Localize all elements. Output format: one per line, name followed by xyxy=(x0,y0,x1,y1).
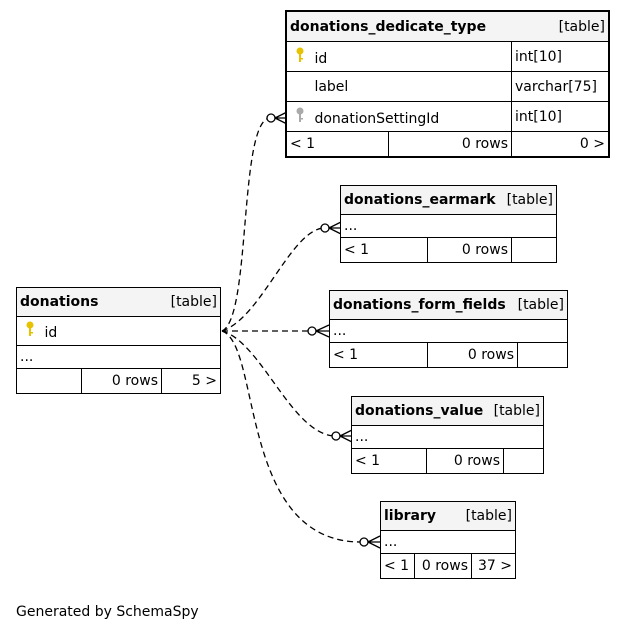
columns-ellipsis: ... xyxy=(380,530,516,554)
column-type: int[10] xyxy=(511,101,609,132)
columns-ellipsis: ... xyxy=(16,345,221,369)
table-type: [table] xyxy=(465,508,512,524)
parents-count[interactable]: < 1 xyxy=(286,131,389,157)
link-to-library xyxy=(221,330,365,543)
crowfoot-marker xyxy=(315,324,330,338)
row-count: 0 rows xyxy=(427,237,512,263)
column-name: id xyxy=(44,325,58,341)
optional-marker xyxy=(320,223,330,233)
table-type: [table] xyxy=(558,18,605,35)
column-row[interactable]: donationSettingId int[10] xyxy=(286,101,609,132)
optional-marker xyxy=(307,326,317,336)
column-name: id xyxy=(314,50,328,67)
row-count: 0 rows xyxy=(388,131,512,157)
foreign-key-icon xyxy=(290,107,310,127)
column-row[interactable]: id xyxy=(16,316,221,346)
parents-count[interactable]: < 1 xyxy=(340,237,428,263)
parents-count[interactable] xyxy=(16,368,82,394)
columns-ellipsis: ... xyxy=(329,319,568,343)
parents-count[interactable]: < 1 xyxy=(380,553,415,579)
parents-count[interactable]: < 1 xyxy=(329,342,428,368)
children-count[interactable]: 0 > xyxy=(511,131,609,157)
table-donations-earmark[interactable]: donations_earmark [table] ... < 1 0 rows xyxy=(340,185,557,263)
table-type: [table] xyxy=(506,192,553,208)
crowfoot-marker xyxy=(328,221,342,235)
table-donations-dedicate-type[interactable]: donations_dedicate_type [table] id int[1… xyxy=(285,10,610,158)
table-name: donations_form_fields xyxy=(333,297,506,313)
column-name: donationSettingId xyxy=(314,110,440,127)
table-type: [table] xyxy=(493,403,540,419)
row-count: 0 rows xyxy=(414,553,472,579)
generated-by-footer: Generated by SchemaSpy xyxy=(16,604,199,620)
table-donations-value[interactable]: donations_value [table] ... < 1 0 rows xyxy=(351,396,544,474)
table-type: [table] xyxy=(170,294,217,310)
column-row[interactable]: label varchar[75] xyxy=(286,71,609,102)
children-count[interactable] xyxy=(511,237,557,263)
column-type: varchar[75] xyxy=(511,71,609,102)
table-donations-form-fields[interactable]: donations_form_fields [table] ... < 1 0 r… xyxy=(329,290,568,368)
children-count[interactable]: 5 > xyxy=(161,368,221,394)
link-to-earmark xyxy=(221,227,327,332)
parents-count[interactable]: < 1 xyxy=(351,448,427,474)
optional-marker xyxy=(359,537,369,547)
row-count: 0 rows xyxy=(427,342,518,368)
table-type: [table] xyxy=(517,297,564,313)
primary-key-icon xyxy=(290,47,310,67)
children-count[interactable] xyxy=(503,448,544,474)
children-count[interactable] xyxy=(517,342,568,368)
table-donations[interactable]: donations [table] id ... 0 rows 5 > xyxy=(16,287,221,394)
primary-key-icon xyxy=(20,321,40,341)
optional-marker xyxy=(331,431,341,441)
row-count: 0 rows xyxy=(426,448,504,474)
columns-ellipsis: ... xyxy=(340,214,557,238)
table-name: donations_dedicate_type xyxy=(290,18,487,35)
link-to-dedicate-type xyxy=(221,117,273,332)
crowfoot-marker xyxy=(274,111,288,125)
table-name: donations_value xyxy=(355,403,484,419)
row-count: 0 rows xyxy=(81,368,162,394)
table-library[interactable]: library [table] ... < 1 0 rows 37 > xyxy=(380,501,516,579)
column-row[interactable]: id int[10] xyxy=(286,41,609,72)
table-name: library xyxy=(384,508,437,524)
columns-ellipsis: ... xyxy=(351,425,544,449)
crowfoot-marker xyxy=(367,535,381,549)
children-count[interactable]: 37 > xyxy=(471,553,516,579)
link-to-value xyxy=(221,330,337,437)
crowfoot-marker xyxy=(339,429,353,443)
column-name: label xyxy=(314,78,349,95)
table-name: donations_earmark xyxy=(344,192,496,208)
table-name: donations xyxy=(20,294,99,310)
column-type: int[10] xyxy=(511,41,609,72)
optional-marker xyxy=(266,113,276,123)
